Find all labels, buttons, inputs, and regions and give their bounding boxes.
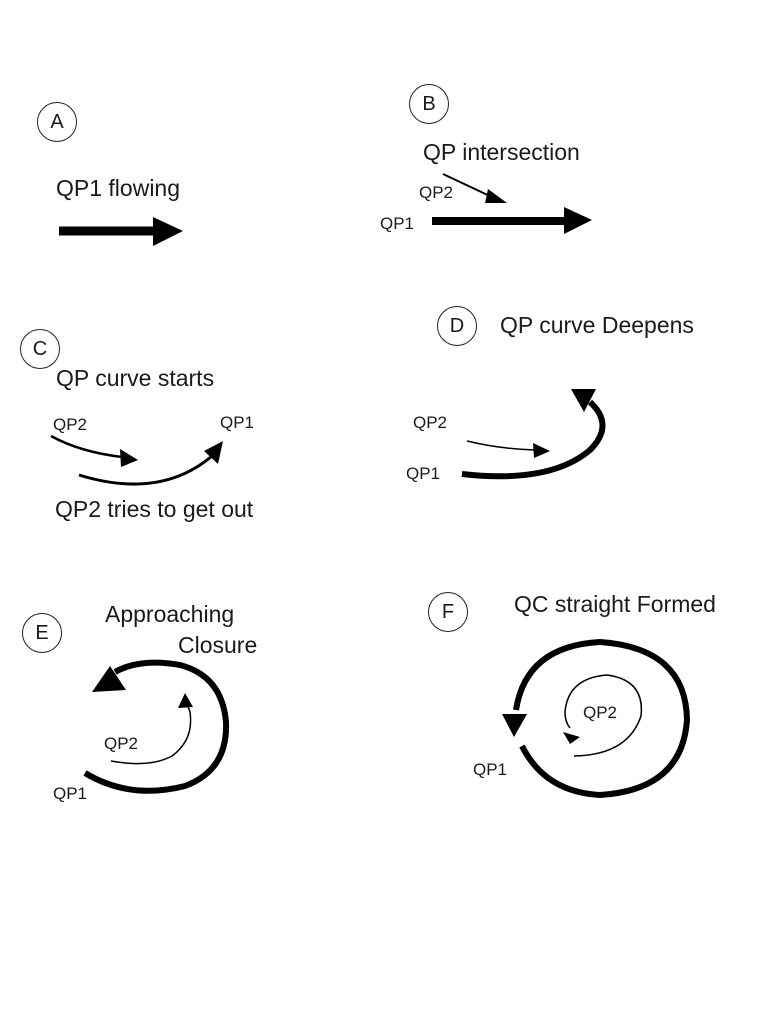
- panel-c-qp1-arrow: [78, 441, 223, 486]
- panel-c-qp2-arrow: [50, 434, 138, 467]
- panel-badge-d: D: [437, 306, 477, 346]
- panel-f-qp1-arrow: [502, 638, 691, 799]
- panel-badge-e: E: [22, 613, 62, 653]
- panel-a-title: QP1 flowing: [56, 175, 181, 201]
- panel-e-title-line2: Closure: [178, 632, 258, 658]
- panel-b-qp2-arrow: [442, 173, 507, 203]
- panel-d-qp1-arrow: [461, 389, 606, 480]
- panel-b-qp2-label: QP2: [419, 183, 454, 202]
- panel-b-qp1-arrow: [432, 207, 592, 234]
- panel-d-qp1-label: QP1: [406, 464, 441, 483]
- panel-d-title: QP curve Deepens: [500, 312, 694, 338]
- panel-b-title: QP intersection: [423, 139, 580, 165]
- panel-badge-c: C: [20, 329, 60, 369]
- panel-d-qp2-label: QP2: [413, 413, 448, 432]
- panel-f-title: QC straight Formed: [514, 591, 716, 617]
- panel-c-caption: QP2 tries to get out: [55, 496, 254, 522]
- panel-badge-b: B: [409, 84, 449, 124]
- panel-e-qp2-arrow: [110, 693, 193, 765]
- panel-f-qp2-arrow: [563, 674, 643, 757]
- panel-c-qp1-label: QP1: [220, 413, 255, 432]
- panel-d-qp2-arrow: [466, 440, 550, 458]
- panel-f-qp1-label: QP1: [473, 760, 508, 779]
- panel-e-title-line1: Approaching: [105, 601, 235, 627]
- panel-e-qp1-arrow: [83, 659, 230, 794]
- panel-e-qp1-label: QP1: [53, 784, 88, 803]
- panel-badge-f: F: [428, 592, 468, 632]
- panel-c-qp2-label: QP2: [53, 415, 88, 434]
- panel-badge-a: A: [37, 102, 77, 142]
- panel-c-title: QP curve starts: [56, 365, 215, 391]
- panel-a-qp1-arrow: [59, 217, 183, 246]
- panel-e-qp2-label: QP2: [104, 734, 139, 753]
- panel-f-qp2-label: QP2: [583, 703, 618, 722]
- panel-b-qp1-label: QP1: [380, 214, 415, 233]
